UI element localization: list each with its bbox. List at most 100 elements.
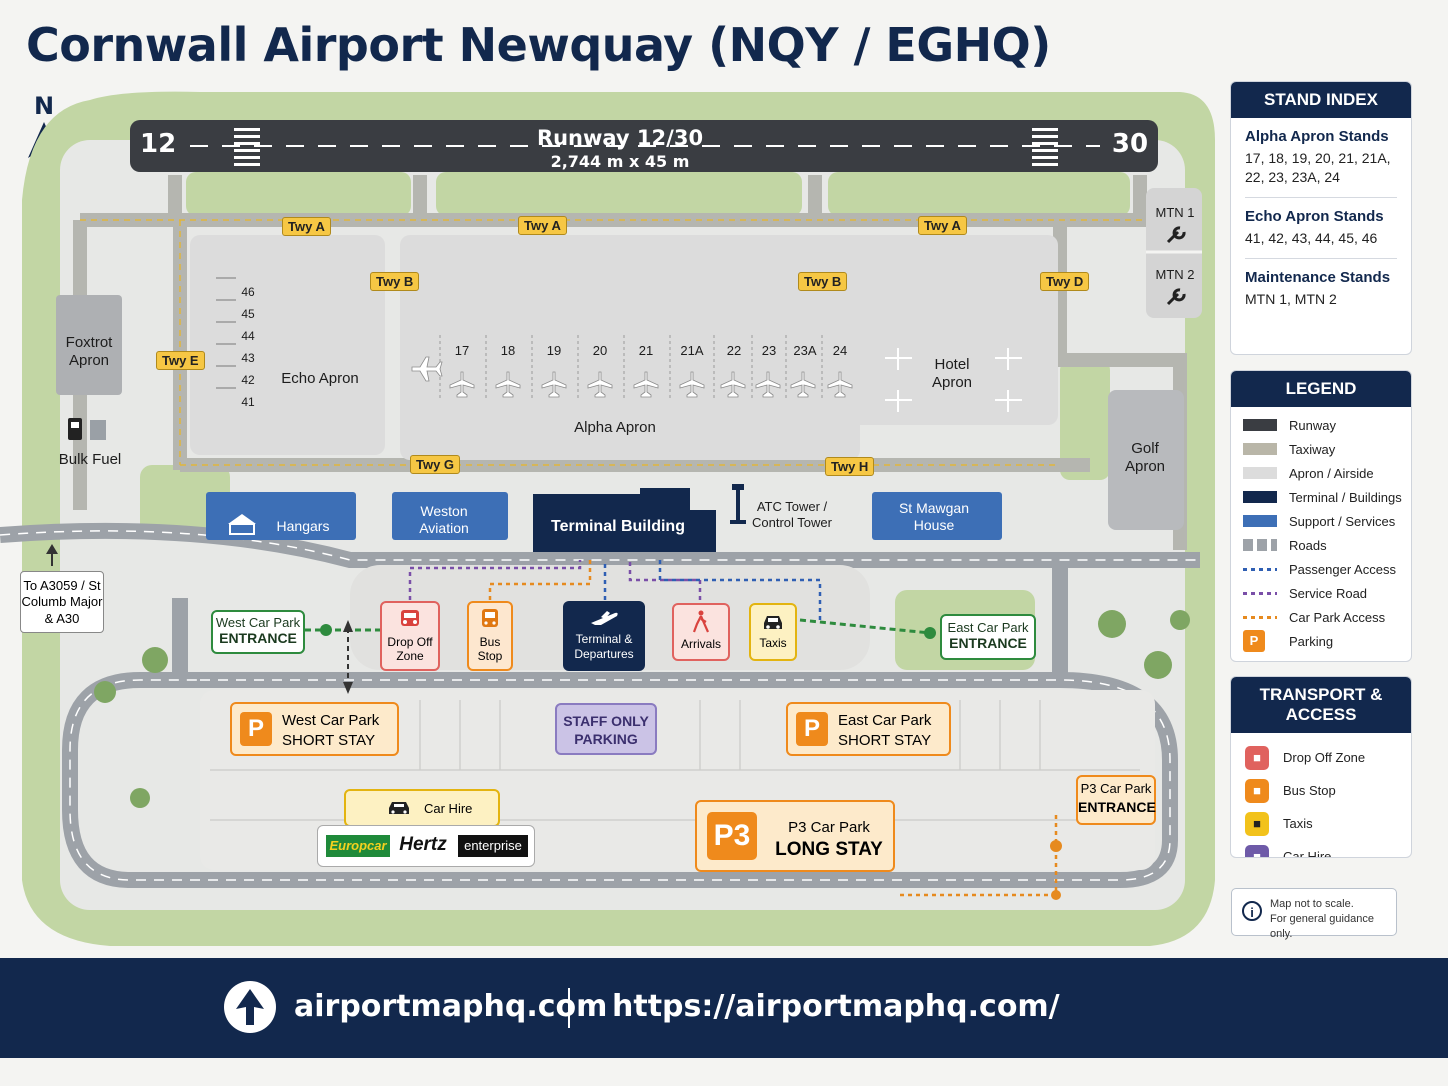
east-car-park-entrance[interactable]: East Car Park ENTRANCE <box>940 614 1036 660</box>
taxiway-a-label: Twy A <box>918 216 967 235</box>
p3-subtitle: LONG STAY <box>775 838 883 860</box>
echo-stands-value: 41, 42, 43, 44, 45, 46 <box>1245 229 1378 246</box>
taxis[interactable]: Taxis <box>749 603 797 661</box>
transport-item: ■Car Hire <box>1231 840 1411 858</box>
drop-off-icon: ■ <box>1245 745 1269 770</box>
legend-swatch <box>1243 491 1277 503</box>
golf-apron-label: Golf Apron <box>1124 440 1166 475</box>
stand-index-title: STAND INDEX <box>1231 82 1411 118</box>
car-hire-brands: Europcar Hertz enterprise <box>317 825 535 867</box>
parking-icon: P <box>1243 630 1265 652</box>
taxiway-b-label: Twy B <box>370 272 420 291</box>
transport-label: Car Hire <box>1283 849 1332 858</box>
west-short-stay-car-park[interactable]: P West Car Park SHORT STAY <box>230 702 399 756</box>
stand-label: 42 <box>241 373 255 387</box>
drop-off-zone[interactable]: Drop Off Zone <box>380 601 440 671</box>
transport-item: ■ Drop Off Zone <box>1231 741 1411 774</box>
taxis-label: Taxis <box>759 636 787 650</box>
staff-only-parking: STAFF ONLY PARKING <box>555 703 657 755</box>
transport-label: Drop Off Zone <box>1283 750 1366 765</box>
footer-site-link[interactable]: airportmaphq.com <box>294 989 608 1024</box>
note-line-2: For general guidance only. <box>1270 912 1374 940</box>
legend-label: Support / Services <box>1289 513 1396 529</box>
road-arrow-icon <box>46 544 58 566</box>
stand-label: 45 <box>241 307 255 321</box>
p3-long-stay-car-park[interactable]: P3 P3 Car Park LONG STAY <box>695 800 895 872</box>
stand-label: 17 <box>454 343 470 358</box>
legend-label: Roads <box>1289 537 1327 553</box>
p3-badge: P3 <box>707 812 757 860</box>
aircraft-icon <box>449 371 475 398</box>
transport-item: ■ Bus Stop <box>1231 774 1411 807</box>
golf-apron <box>1108 390 1184 530</box>
aircraft-icon <box>633 371 659 398</box>
st-mawgan-house <box>872 492 1002 540</box>
fuel-pump-icon <box>68 418 106 440</box>
info-icon: i <box>1242 901 1262 921</box>
footer-url-link[interactable]: https://airportmaphq.com/ <box>612 989 1060 1024</box>
car-hire[interactable]: Car Hire <box>344 789 500 827</box>
runway-end-12: 12 <box>140 129 177 159</box>
stand-label: 46 <box>241 285 255 299</box>
staff-only-subtitle: PARKING <box>574 731 638 748</box>
east-short-stay-car-park[interactable]: P East Car Park SHORT STAY <box>786 702 951 756</box>
west-entrance-title: West Car Park <box>215 615 301 630</box>
enterprise-logo: enterprise <box>458 835 528 857</box>
p3-car-park-entrance[interactable]: P3 Car Park ENTRANCE <box>1076 775 1156 825</box>
legend-swatch <box>1243 419 1277 431</box>
legend-swatch <box>1243 467 1277 479</box>
stand-label: 21 <box>638 343 654 358</box>
scale-note: i Map not to scale. For general guidance… <box>1231 888 1397 940</box>
bus-stop[interactable]: Bus Stop <box>467 601 513 671</box>
up-arrow-icon <box>236 989 264 1025</box>
hotel-apron <box>828 235 1058 425</box>
taxiway-e-label: Twy E <box>156 351 205 370</box>
stand-label: 23 <box>761 343 777 358</box>
aircraft-icon <box>720 371 746 398</box>
legend-item: Runway <box>1231 413 1411 437</box>
atc-tower-label: ATC Tower / Control Tower <box>752 499 832 530</box>
taxiway-a-label: Twy A <box>518 216 567 235</box>
atc-tower-icon <box>730 484 746 524</box>
mtn2-label: MTN 2 <box>1155 267 1195 282</box>
car-icon <box>401 610 419 626</box>
transport-label: Taxis <box>1283 816 1313 831</box>
legend-label: Taxiway <box>1289 441 1336 457</box>
runway-dimensions: 2,744 m x 45 m <box>550 152 690 171</box>
east-short-stay-title: East Car Park <box>838 712 932 729</box>
stand-label: 20 <box>592 343 608 358</box>
terminal-departures[interactable]: Terminal & Departures <box>563 601 645 671</box>
footer-bar: airportmaphq.com https://airportmaphq.co… <box>0 958 1448 1058</box>
hangars-building <box>206 492 356 540</box>
legend-item: Taxiway <box>1231 437 1411 461</box>
stand-label: 44 <box>241 329 255 343</box>
taxi-icon: ■ <box>1245 811 1269 836</box>
taxiway-d-label: Twy D <box>1040 272 1090 291</box>
transport-label: Bus Stop <box>1283 783 1336 798</box>
mtn1-label: MTN 1 <box>1155 205 1195 220</box>
bus-icon: ■ <box>1245 778 1269 803</box>
stand-label: 19 <box>546 343 562 358</box>
p3-title: P3 Car Park <box>788 819 870 836</box>
car-hire-icon <box>389 802 409 814</box>
aircraft-icon <box>790 371 816 398</box>
aircraft-icon <box>541 371 567 398</box>
legend-item: Terminal / Buildings <box>1231 485 1411 509</box>
west-short-stay-subtitle: SHORT STAY <box>282 731 376 749</box>
hotel-apron-label: Hotel Apron <box>931 356 973 391</box>
parking-icon: P <box>240 712 272 746</box>
hangars-label: Hangars <box>276 518 330 534</box>
taxiway-g-label: Twy G <box>410 455 461 474</box>
runway-name: Runway 12/30 <box>536 126 704 150</box>
stand-label: 43 <box>241 351 255 365</box>
west-car-park-entrance[interactable]: West Car Park ENTRANCE <box>211 610 305 654</box>
legend-title: LEGEND <box>1231 371 1411 407</box>
foxtrot-apron-label: Foxtrot Apron <box>65 334 113 369</box>
europcar-logo: Europcar <box>326 835 390 857</box>
west-short-stay-title: West Car Park <box>282 712 380 729</box>
echo-stands-title: Echo Apron Stands <box>1245 207 1384 225</box>
wrench-icon <box>1166 226 1186 244</box>
arrivals[interactable]: Arrivals <box>672 603 730 661</box>
terminal-building-label: Terminal Building <box>551 518 685 535</box>
